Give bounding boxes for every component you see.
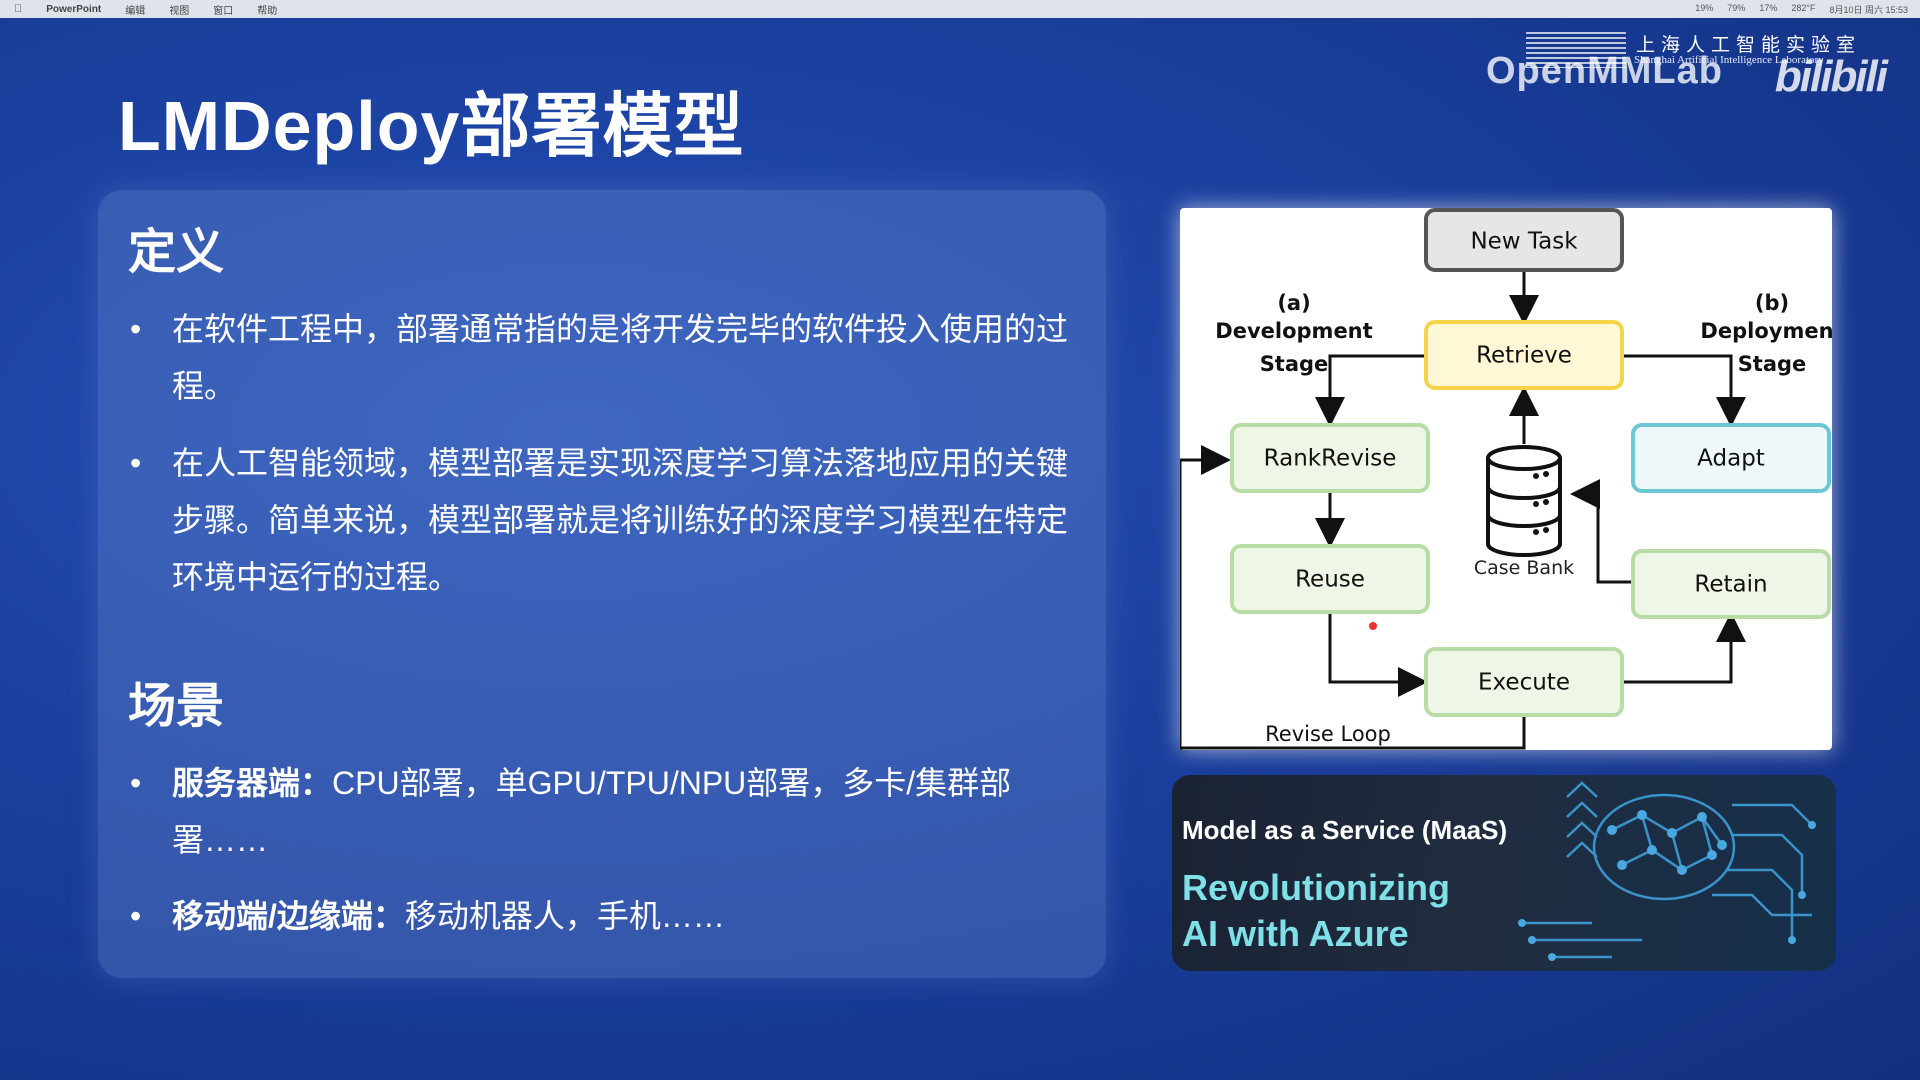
bullet-text: 移动端/边缘端：移动机器人，手机…… (172, 888, 1082, 945)
scenario-label: 移动端/边缘端： (172, 898, 405, 934)
bullet-dot: • (130, 765, 142, 801)
node-rankrevise-label: RankRevise (1264, 446, 1397, 472)
node-execute-label: Execute (1478, 670, 1570, 696)
openmmlab-logo: OpenMMLab (1486, 50, 1723, 92)
status-mem: 79% (1727, 3, 1746, 13)
node-rankrevise (1230, 423, 1430, 493)
dep-stage-label: Stage (1738, 352, 1807, 376)
dev-stage-label: Development (1215, 319, 1372, 343)
bullet-text: 服务器端：CPU部署，单GPU/TPU/NPU部署，多卡/集群部署…… (172, 755, 1082, 869)
maas-subtitle: Model as a Service (MaaS) (1182, 815, 1508, 845)
case-bank-label: Case Bank (1474, 557, 1574, 579)
logo-area: 上海人工智能实验室 Shanghai Artificial Intelligen… (1486, 30, 1888, 102)
brain-circuit-icon (1518, 781, 1816, 961)
status-cpu: 19% (1695, 3, 1714, 13)
node-adapt (1631, 423, 1831, 493)
menu-app[interactable]: PowerPoint (38, 3, 101, 15)
scenarios-heading: 场景 (128, 680, 225, 733)
menu-view[interactable]: 视图 (161, 5, 189, 17)
bilibili-logo: bilibili (1774, 52, 1888, 101)
menu-help[interactable]: 帮助 (249, 5, 277, 17)
node-reuse-label: Reuse (1295, 567, 1365, 593)
definition-heading: 定义 (128, 226, 225, 279)
maas-title-line1: Revolutionizing (1182, 867, 1450, 908)
node-retain (1631, 549, 1831, 619)
scenario-text: 移动机器人，手机…… (404, 898, 725, 934)
pointer-dot (1369, 622, 1377, 630)
status-area: 19% 79% 17% 282°F 8月10日 周六 15:53 (1695, 3, 1908, 16)
node-retrieve-label: Retrieve (1476, 343, 1572, 369)
apple-icon[interactable]:  (14, 3, 22, 15)
case-based-reasoning-diagram: New Task Retrieve RankRevise Adapt Reuse… (1180, 208, 1832, 750)
node-execute (1424, 647, 1624, 717)
bullet-text: 在人工智能领域，模型部署是实现深度学习算法落地应用的关键步骤。简单来说，模型部署… (172, 445, 1069, 595)
bullet-dot: • (130, 445, 142, 481)
dev-stage-label: Stage (1260, 352, 1329, 376)
database-icon (1486, 445, 1562, 557)
menu-edit[interactable]: 编辑 (117, 5, 145, 17)
maas-title-line2: AI with Azure (1182, 913, 1409, 954)
lab-name-cn: 上海人工智能实验室 (1636, 34, 1862, 56)
lab-logo-icon (1526, 32, 1626, 68)
lab-name-en: Shanghai Artificial Intelligence Laborat… (1634, 54, 1824, 66)
revise-loop-label: Revise Loop (1265, 722, 1391, 746)
dev-stage-marker: (a) (1277, 291, 1310, 315)
node-adapt-label: Adapt (1697, 446, 1765, 472)
node-retrieve (1424, 320, 1624, 390)
content-panel (98, 190, 1106, 978)
node-retain-label: Retain (1694, 572, 1767, 598)
scenario-text: CPU部署，单GPU/TPU/NPU部署，多卡/集群部署…… (172, 765, 1012, 858)
dep-stage-label: Deployment (1700, 319, 1832, 343)
scenario-label: 服务器端： (172, 765, 333, 801)
node-new-task-label: New Task (1470, 229, 1578, 255)
status-clock: 8月10日 周六 15:53 (1829, 5, 1908, 15)
status-disk: 17% (1759, 3, 1778, 13)
maas-banner: Model as a Service (MaaS) Revolutionizin… (1172, 775, 1836, 971)
bullet-text: 在软件工程中，部署通常指的是将开发完毕的软件投入使用的过程。 (172, 311, 1069, 404)
node-reuse (1230, 544, 1430, 614)
menu-bar:  PowerPoint 编辑 视图 窗口 帮助 19% 79% 17% 282… (0, 0, 1920, 18)
dep-stage-marker: (b) (1755, 291, 1789, 315)
slide-title: LMDeploy部署模型 (118, 87, 745, 165)
node-new-task (1424, 208, 1624, 272)
menu-window[interactable]: 窗口 (205, 5, 233, 17)
bullet-dot: • (130, 311, 142, 347)
bullet-dot: • (130, 898, 142, 934)
status-temp: 282°F (1791, 3, 1816, 13)
